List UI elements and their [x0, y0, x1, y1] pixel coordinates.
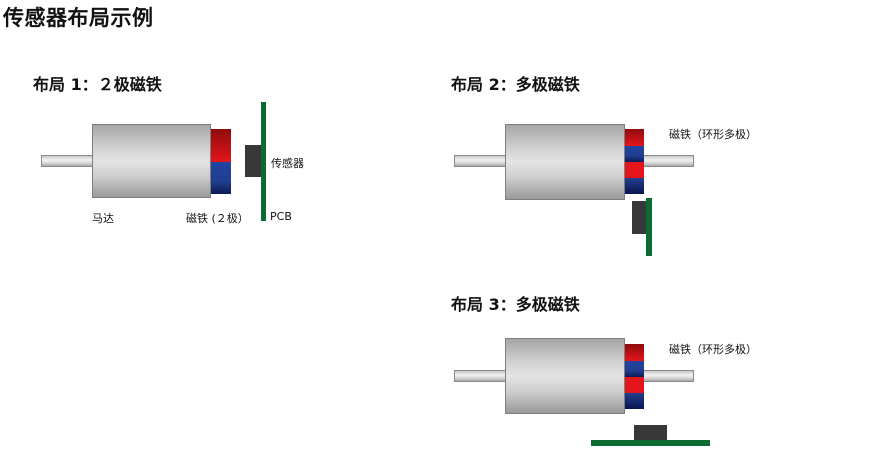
- pcb-label: PCB: [270, 210, 292, 223]
- layout-2-heading: 布局 2：多极磁铁: [451, 75, 580, 94]
- magnet-south-pole: [211, 162, 231, 194]
- magnet-south-pole: [625, 393, 644, 409]
- sensor-chip: [634, 425, 667, 440]
- motor-body: [505, 124, 625, 200]
- motor-shaft: [41, 155, 93, 167]
- magnet-north-pole: [625, 162, 644, 178]
- pcb-board: [261, 102, 266, 221]
- sensor-label: 传感器: [271, 157, 304, 170]
- magnet-north-pole: [625, 377, 644, 393]
- magnet-label: 磁铁 (２极）: [186, 212, 249, 225]
- magnet-north-pole: [625, 129, 644, 146]
- pcb-board: [646, 198, 652, 256]
- magnet-south-pole: [625, 178, 644, 194]
- layout-3-heading: 布局 3：多极磁铁: [451, 295, 580, 314]
- sensor-chip: [632, 201, 647, 234]
- magnet-north-pole: [625, 344, 644, 361]
- motor-body: [92, 124, 211, 198]
- magnet-north-pole: [211, 129, 231, 162]
- magnet-south-pole: [625, 146, 644, 162]
- motor-label: 马达: [92, 212, 114, 225]
- magnet-label: 磁铁（环形多极）: [669, 128, 757, 141]
- magnet-south-pole: [625, 361, 644, 377]
- layout-1-heading: 布局 1：２极磁铁: [33, 75, 162, 94]
- pcb-board: [591, 440, 710, 446]
- page-title: 传感器布局示例: [3, 6, 154, 30]
- magnet-label: 磁铁（环形多极）: [669, 343, 757, 356]
- sensor-chip: [245, 145, 261, 177]
- motor-body: [505, 338, 625, 414]
